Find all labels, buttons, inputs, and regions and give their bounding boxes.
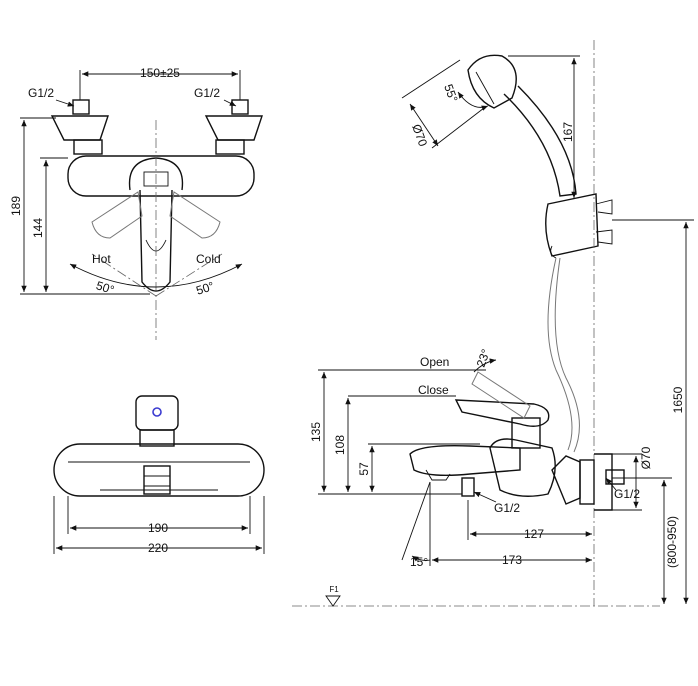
dim-height-open: 135 xyxy=(309,422,323,442)
flange-diameter-label: Ø70 xyxy=(639,446,653,469)
spout xyxy=(409,444,521,477)
open-angle-label: 23° xyxy=(474,347,493,369)
dim-inner-width: 190 xyxy=(148,521,168,535)
thread-left-label: G1/2 xyxy=(28,86,54,100)
cold-label: Cold xyxy=(196,252,221,266)
dim-overall-height: 189 xyxy=(9,196,23,216)
right-connection xyxy=(204,99,263,155)
side-view: F1 Open Close 23° 135 108 57 xyxy=(292,40,694,607)
top-view-body xyxy=(53,443,265,497)
front-view: 150±25 G1/2 G1/2 189 144 Hot Cold 50° 50… xyxy=(9,66,263,340)
side-lever xyxy=(454,399,550,427)
outlet-thread-label: G1/2 xyxy=(494,501,520,515)
floor-marker: F1 xyxy=(329,585,339,594)
hot-cold-indicator xyxy=(152,407,162,417)
dim-height-close: 108 xyxy=(333,435,347,455)
mixer-body xyxy=(67,155,255,197)
mount-height-label: (800-950) xyxy=(665,516,679,568)
open-label: Open xyxy=(420,355,449,369)
head-diameter-label: Ø70 xyxy=(409,122,430,148)
wall-connector xyxy=(551,455,581,505)
dim-reach-inner: 127 xyxy=(524,527,544,541)
shower-holder xyxy=(545,193,599,257)
head-angle-label: 55° xyxy=(441,82,460,104)
side-body xyxy=(489,438,556,497)
dim-reach-outer: 173 xyxy=(502,553,522,567)
dim-body-height: 144 xyxy=(31,218,45,238)
shower-length-label: 167 xyxy=(561,122,575,142)
spout-angle-label: 15° xyxy=(410,555,428,569)
wall-thread-label: G1/2 xyxy=(614,487,640,501)
rail-height-label: 1650 xyxy=(671,386,685,413)
top-view: 190 220 xyxy=(53,395,265,555)
dim-center-distance: 150±25 xyxy=(140,66,180,80)
hot-label: Hot xyxy=(92,252,111,266)
thread-right-label: G1/2 xyxy=(194,86,220,100)
dim-spout-height: 57 xyxy=(357,462,371,476)
dim-overall-width: 220 xyxy=(148,541,168,555)
angle-left-label: 50° xyxy=(94,278,116,297)
shower-hose xyxy=(547,257,573,451)
close-label: Close xyxy=(418,383,449,397)
shower-assembly: 55° Ø70 167 xyxy=(401,54,613,453)
left-connection xyxy=(50,99,109,155)
angle-right-label: 50° xyxy=(194,279,216,298)
